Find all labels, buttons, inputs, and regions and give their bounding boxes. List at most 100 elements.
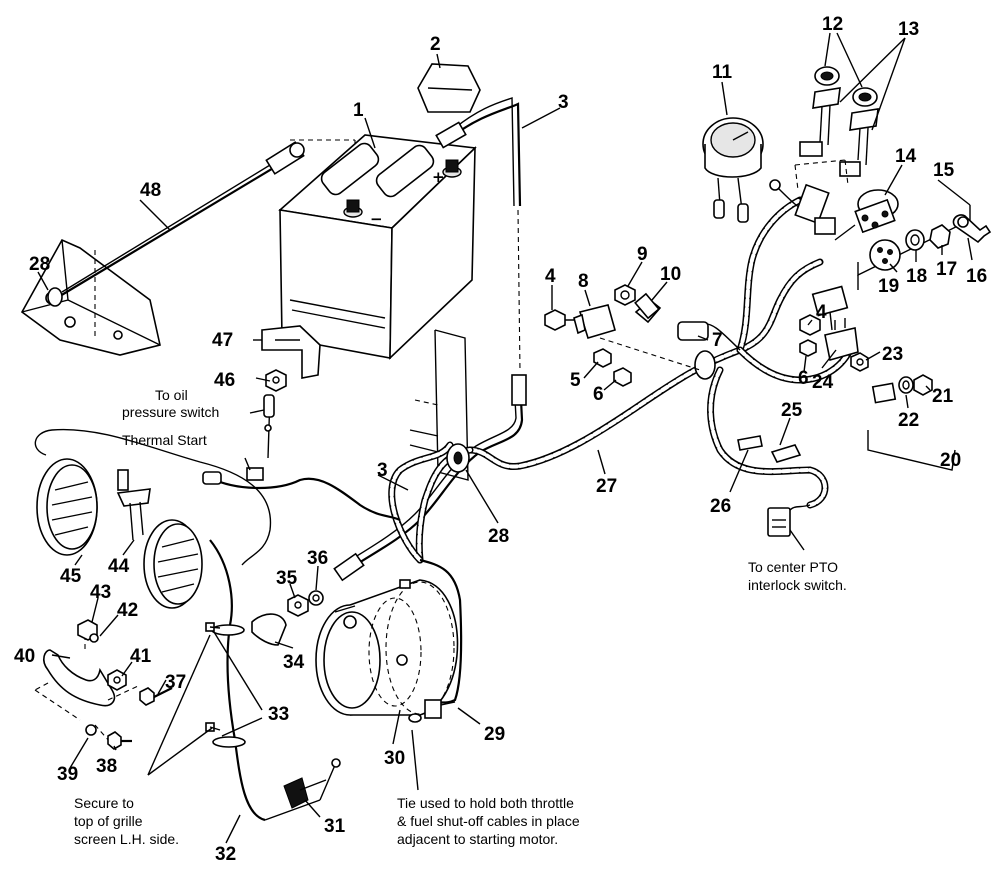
callout-4-right: 4 [816, 302, 827, 323]
callout-40: 40 [14, 646, 35, 667]
positive-terminal-sign: + [432, 168, 445, 186]
callout-11: 11 [712, 62, 733, 83]
nut-23 [850, 352, 869, 372]
nut-6-right [799, 339, 817, 357]
headlight-clip-44 [116, 469, 151, 541]
note-pto-line1: To center PTO [748, 559, 838, 575]
callout-19: 19 [878, 276, 899, 297]
resistor-block [573, 304, 701, 371]
headlight-left [36, 458, 98, 556]
starter-connector-29 [408, 699, 456, 723]
positive-cable [333, 97, 527, 582]
callout-20: 20 [940, 450, 961, 471]
callout-36: 36 [307, 548, 328, 569]
nut-35 [287, 594, 309, 617]
callout-46: 46 [214, 370, 235, 391]
nut-41 [107, 669, 127, 691]
callout-12: 12 [822, 14, 843, 35]
note-tie-line1: Tie used to hold both throttle [397, 795, 574, 811]
note-thermal-start: Thermal Start [122, 432, 207, 448]
callout-4-left: 4 [545, 266, 556, 287]
callout-47: 47 [212, 330, 233, 351]
washer-36 [308, 590, 324, 606]
callout-13: 13 [898, 19, 919, 40]
terminal-boot-34 [251, 613, 287, 646]
hold-down-bracket [261, 325, 321, 392]
chassis-plate [409, 329, 469, 481]
callout-37: 37 [165, 672, 186, 693]
callout-22: 22 [898, 410, 919, 431]
callouts: 1 2 3 3 4 4 5 6 6 7 8 9 10 11 12 13 14 1… [14, 14, 987, 865]
note-grille-line1: Secure to [74, 795, 134, 811]
connector-cluster [794, 159, 849, 235]
callout-43: 43 [90, 582, 111, 603]
nut-9 [614, 284, 636, 306]
callout-29: 29 [484, 724, 505, 745]
callout-18: 18 [906, 266, 927, 287]
terminal-cap [417, 63, 481, 113]
headlight-right [143, 519, 203, 609]
note-grille-line2: top of grille [74, 813, 143, 829]
callout-39: 39 [57, 764, 78, 785]
callout-28-left: 28 [29, 254, 50, 275]
battery: − + [278, 134, 477, 360]
note-tie-line2: & fuel shut-off cables in place [397, 813, 580, 829]
callout-31: 31 [324, 816, 346, 837]
callout-35: 35 [276, 568, 298, 589]
switch-20-group [867, 374, 956, 471]
note-oil-switch-line1: To oil [155, 387, 188, 403]
callout-3-top: 3 [558, 92, 569, 113]
callout-44: 44 [108, 556, 130, 577]
callout-33: 33 [268, 704, 289, 725]
callout-45: 45 [60, 566, 82, 587]
negative-terminal-sign: − [370, 210, 383, 228]
mounting-clamp-40 [34, 635, 139, 743]
callout-24: 24 [812, 372, 834, 393]
callout-10: 10 [660, 264, 681, 285]
ground-cable [59, 139, 356, 297]
callout-14: 14 [895, 146, 917, 167]
bolt-37 [139, 687, 173, 706]
nut-6-left [613, 367, 632, 387]
note-tie-line3: adjacent to starting motor. [397, 831, 558, 847]
callout-48: 48 [140, 180, 161, 201]
pto-connector [767, 504, 811, 537]
washer-42 [89, 633, 99, 643]
callout-5: 5 [570, 370, 581, 391]
callout-32: 32 [215, 844, 236, 865]
note-oil-switch-line2: pressure switch [122, 404, 219, 420]
callout-27: 27 [596, 476, 617, 497]
ignition-switch [834, 189, 899, 241]
warning-light-left [799, 66, 841, 157]
note-grille-line3: screen L.H. side. [74, 831, 179, 847]
bolt-4-right [799, 314, 821, 336]
switch-10 [634, 292, 662, 324]
callout-7: 7 [712, 330, 723, 351]
callout-2: 2 [430, 34, 441, 55]
callout-15: 15 [933, 160, 955, 181]
callout-38: 38 [96, 756, 117, 777]
tie-strap-33 [205, 622, 246, 748]
callout-9: 9 [637, 244, 648, 265]
note-pto-line2: interlock switch. [748, 577, 847, 593]
leader-lines [37, 32, 973, 844]
callout-26: 26 [710, 496, 731, 517]
grommet [47, 287, 470, 473]
callout-28-bottom: 28 [488, 526, 509, 547]
callout-1: 1 [353, 100, 364, 121]
callout-3-bottom: 3 [377, 460, 388, 481]
relay-24 [811, 285, 859, 362]
callout-6-right: 6 [798, 368, 809, 389]
callout-30: 30 [384, 748, 405, 769]
callout-21: 21 [932, 386, 954, 407]
washer-39 [85, 724, 97, 736]
switch-parts-bracket [857, 205, 992, 290]
warning-light-right [839, 87, 879, 177]
callout-34: 34 [283, 652, 305, 673]
bolt-38 [107, 731, 132, 750]
callout-23: 23 [882, 344, 903, 365]
harness-clip-25 [737, 435, 802, 463]
notes: To oil pressure switch Thermal Start To … [74, 387, 847, 847]
callout-17: 17 [936, 259, 957, 280]
